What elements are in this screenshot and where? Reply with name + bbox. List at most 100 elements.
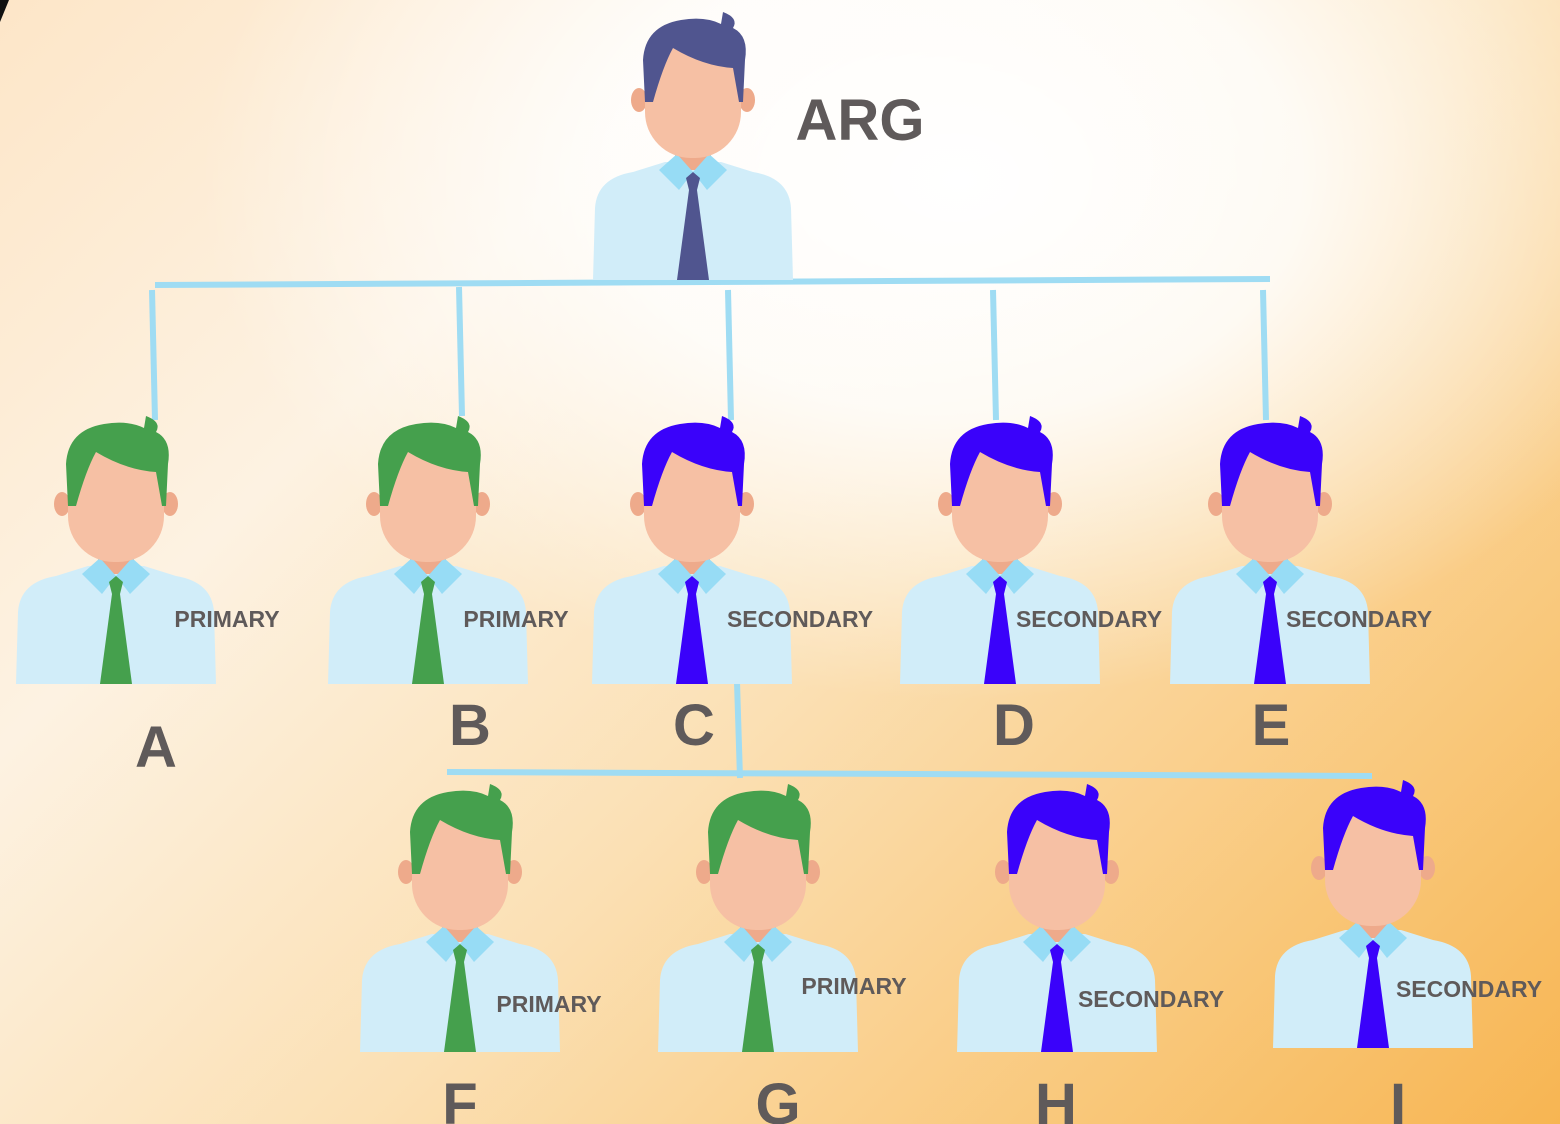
- role-label-e: SECONDARY: [1286, 606, 1432, 632]
- collar-left: [659, 154, 693, 190]
- corner-mark: [0, 0, 9, 22]
- connector-root-to-e: [1260, 289, 1269, 421]
- role-label-a: PRIMARY: [174, 606, 279, 632]
- role-label-c: SECONDARY: [727, 606, 873, 632]
- tie-shape: [412, 576, 444, 684]
- name-label-a: A: [135, 715, 177, 780]
- left-ear: [1208, 492, 1224, 516]
- name-label-e: E: [1252, 693, 1291, 758]
- name-label-g: G: [755, 1072, 800, 1124]
- avatar-d: [900, 416, 1100, 684]
- face-shape: [68, 442, 164, 562]
- hair-shape: [1007, 784, 1110, 874]
- hair-shape: [950, 416, 1053, 506]
- collar-left: [724, 926, 758, 962]
- collar-left: [394, 558, 428, 594]
- collar-right: [428, 558, 462, 594]
- left-ear: [938, 492, 954, 516]
- people-layer: [16, 12, 1473, 1052]
- face-shape: [1325, 806, 1421, 926]
- hair-shape: [66, 416, 169, 506]
- avatar-g: [658, 784, 858, 1052]
- collar-right: [693, 154, 727, 190]
- face-shape: [380, 442, 476, 562]
- connector-root-to-b: [456, 286, 465, 417]
- collar-right: [1270, 558, 1304, 594]
- tie-shape: [1254, 576, 1286, 684]
- tie-shape: [1357, 940, 1389, 1048]
- avatar-f: [360, 784, 560, 1052]
- left-ear: [995, 860, 1011, 884]
- tie-shape: [677, 172, 709, 280]
- collar-right: [116, 558, 150, 594]
- role-label-g: PRIMARY: [801, 973, 906, 999]
- face-shape: [645, 38, 741, 158]
- collar-left: [1339, 922, 1373, 958]
- hair-shape: [642, 416, 745, 506]
- collar-right: [758, 926, 792, 962]
- name-label-b: B: [449, 693, 491, 758]
- connector-lines: [149, 276, 1373, 779]
- left-ear: [631, 88, 647, 112]
- collar-left: [426, 926, 460, 962]
- avatar-root: [593, 12, 793, 280]
- hair-shape: [708, 784, 811, 874]
- role-label-f: PRIMARY: [496, 991, 601, 1017]
- left-ear: [630, 492, 646, 516]
- hair-shape: [1220, 416, 1323, 506]
- connector-root-to-a: [149, 289, 158, 421]
- name-label-f: F: [442, 1072, 477, 1124]
- face-shape: [1009, 810, 1105, 930]
- collar-left: [658, 558, 692, 594]
- tie-shape: [742, 944, 774, 1052]
- hair-shape: [410, 784, 513, 874]
- role-label-i: SECONDARY: [1396, 976, 1542, 1002]
- hair-shape: [378, 416, 481, 506]
- tie-shape: [100, 576, 132, 684]
- tie-shape: [1041, 944, 1073, 1052]
- labels-layer: ARG PRIMARY A PRIMARY B SECONDARY C SECONDARY D S…: [135, 88, 1542, 1124]
- root-bus-line: [154, 276, 1271, 288]
- role-label-b: PRIMARY: [463, 606, 568, 632]
- connector-root-to-d: [990, 289, 999, 421]
- left-ear: [54, 492, 70, 516]
- face-shape: [952, 442, 1048, 562]
- tie-shape: [676, 576, 708, 684]
- face-shape: [710, 810, 806, 930]
- avatar-h: [957, 784, 1157, 1052]
- hair-shape: [643, 12, 746, 102]
- collar-left: [966, 558, 1000, 594]
- tie-shape: [444, 944, 476, 1052]
- collar-right: [1000, 558, 1034, 594]
- left-ear: [696, 860, 712, 884]
- avatar-a: [16, 416, 216, 684]
- avatar-b: [328, 416, 528, 684]
- collar-right: [692, 558, 726, 594]
- avatar-e: [1170, 416, 1370, 684]
- tie-shape: [984, 576, 1016, 684]
- child-bus-line: [446, 769, 1373, 779]
- connector-root-to-c: [725, 289, 734, 421]
- role-label-d: SECONDARY: [1016, 606, 1162, 632]
- collar-right: [1373, 922, 1407, 958]
- collar-right: [460, 926, 494, 962]
- collar-left: [1236, 558, 1270, 594]
- face-shape: [644, 442, 740, 562]
- collar-left: [82, 558, 116, 594]
- face-shape: [412, 810, 508, 930]
- collar-left: [1023, 926, 1057, 962]
- name-label-d: D: [993, 693, 1035, 758]
- hair-shape: [1323, 780, 1426, 870]
- left-ear: [366, 492, 382, 516]
- collar-right: [1057, 926, 1091, 962]
- avatar-i: [1273, 780, 1473, 1048]
- name-label-h: H: [1035, 1072, 1077, 1124]
- name-label-i: I: [1390, 1072, 1406, 1124]
- face-shape: [1222, 442, 1318, 562]
- avatar-c: [592, 416, 792, 684]
- left-ear: [1311, 856, 1327, 880]
- role-label-h: SECONDARY: [1078, 986, 1224, 1012]
- root-name-label: ARG: [796, 88, 925, 153]
- name-label-c: C: [673, 693, 715, 758]
